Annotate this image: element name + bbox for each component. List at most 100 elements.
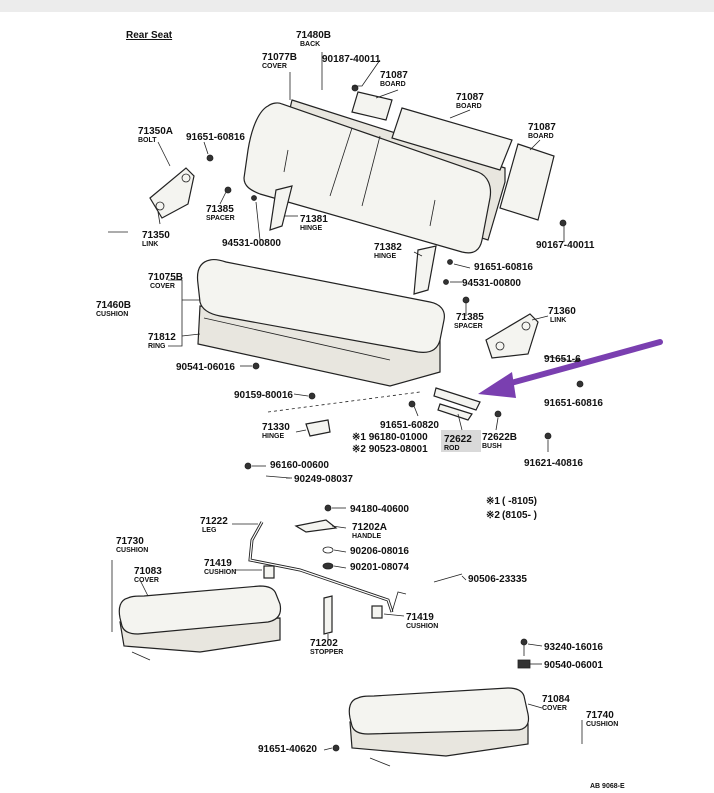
svg-text:71350: 71350 <box>142 230 170 241</box>
svg-text:HANDLE: HANDLE <box>352 533 381 540</box>
part-label-90523-08001: ※2 90523-08001 <box>352 444 428 455</box>
right-small-cushion <box>332 638 531 767</box>
svg-text:90506-23335: 90506-23335 <box>468 574 527 585</box>
svg-text:90249-08037: 90249-08037 <box>294 474 353 485</box>
svg-text:71087: 71087 <box>380 70 408 81</box>
svg-text:( -8105): ( -8105) <box>502 496 537 507</box>
part-label-96160-00600: 96160-00600 <box>270 460 329 471</box>
part-label-91651-60816-b: 91651-60816 <box>474 262 533 273</box>
svg-text:94531-00800: 94531-00800 <box>222 238 281 249</box>
svg-text:94180-40600: 94180-40600 <box>350 504 409 515</box>
part-label-93240-16016: 93240-16016 <box>544 642 603 653</box>
svg-text:COVER: COVER <box>542 705 567 712</box>
svg-text:ROD: ROD <box>444 445 460 452</box>
svg-text:CUSHION: CUSHION <box>116 547 148 554</box>
left-link-assembly <box>149 154 293 231</box>
svg-text:71084: 71084 <box>542 694 570 705</box>
svg-text:90167-40011: 90167-40011 <box>536 240 595 251</box>
svg-text:71202: 71202 <box>310 638 338 649</box>
svg-text:※1: ※1 <box>486 496 500 507</box>
svg-text:94531-00800: 94531-00800 <box>462 278 521 289</box>
part-label-94531-00800-a: 94531-00800 <box>222 238 281 249</box>
svg-text:71381: 71381 <box>300 214 328 225</box>
svg-text:71087: 71087 <box>528 122 556 133</box>
part-label-90187-40011: 90187-40011 <box>322 54 381 65</box>
part-label-90167-40011: 90167-40011 <box>536 240 595 251</box>
part-label-94531-00800-b: 94531-00800 <box>462 278 521 289</box>
svg-text:COVER: COVER <box>134 577 159 584</box>
part-label-90201-08074: 90201-08074 <box>350 562 409 573</box>
svg-text:HINGE: HINGE <box>374 253 397 260</box>
svg-text:90159-80016: 90159-80016 <box>234 390 293 401</box>
part-label-91651-60820: 91651-60820 <box>380 420 439 431</box>
svg-text:93240-16016: 93240-16016 <box>544 642 603 653</box>
svg-text:71740: 71740 <box>586 710 614 721</box>
rod-label-highlight <box>441 430 481 452</box>
part-label-91651-60816-a: 91651-60816 <box>186 132 245 143</box>
svg-text:CUSHION: CUSHION <box>204 569 236 576</box>
svg-text:91651-60816: 91651-60816 <box>186 132 245 143</box>
svg-text:96160-00600: 96160-00600 <box>270 460 329 471</box>
svg-text:BACK: BACK <box>300 41 320 48</box>
seat-cushion <box>196 259 445 387</box>
part-label-90206-08016: 90206-08016 <box>350 546 409 557</box>
svg-text:91651-40620: 91651-40620 <box>258 744 317 755</box>
seat-back <box>243 84 567 254</box>
svg-text:91621-40816: 91621-40816 <box>524 458 583 469</box>
svg-text:71460B: 71460B <box>96 300 131 311</box>
svg-text:BOARD: BOARD <box>528 133 554 140</box>
part-label-91651-6: 91651-6 <box>544 354 581 365</box>
svg-text:BOARD: BOARD <box>456 103 482 110</box>
date-legend: ※1 ( -8105) ※2 (8105- ) <box>486 496 537 521</box>
leader-lines <box>108 52 583 751</box>
svg-text:71385: 71385 <box>456 312 484 323</box>
svg-text:BOLT: BOLT <box>138 137 157 144</box>
part-label-90506-23335: 90506-23335 <box>468 574 527 585</box>
part-label-94180-40600: 94180-40600 <box>350 504 409 515</box>
svg-text:CUSHION: CUSHION <box>96 311 128 318</box>
svg-text:LINK: LINK <box>550 317 566 324</box>
rod-hinge-assembly <box>267 387 552 440</box>
part-label-90540-06001: 90540-06001 <box>544 660 603 671</box>
svg-text:LEG: LEG <box>202 527 217 534</box>
svg-text:90206-08016: 90206-08016 <box>350 546 409 557</box>
left-small-cushion <box>118 585 282 661</box>
svg-text:BOARD: BOARD <box>380 81 406 88</box>
svg-text:CUSHION: CUSHION <box>586 721 618 728</box>
part-label-91621-40816: 91621-40816 <box>524 458 583 469</box>
svg-text:71083: 71083 <box>134 566 162 577</box>
svg-text:HINGE: HINGE <box>262 433 285 440</box>
svg-text:90541-06016: 90541-06016 <box>176 362 235 373</box>
svg-text:SPACER: SPACER <box>206 215 235 222</box>
svg-text:71222: 71222 <box>200 516 228 527</box>
svg-text:※2 90523-08001: ※2 90523-08001 <box>352 444 428 455</box>
footer-code: AB 9068-E <box>590 783 625 790</box>
part-label-96180-01000: ※1 96180-01000 <box>352 432 428 443</box>
svg-text:91651-60820: 91651-60820 <box>380 420 439 431</box>
svg-text:71419: 71419 <box>204 558 232 569</box>
svg-text:90540-06001: 90540-06001 <box>544 660 603 671</box>
right-link-assembly <box>413 245 584 388</box>
svg-text:71730: 71730 <box>116 536 144 547</box>
svg-text:71480B: 71480B <box>296 30 331 41</box>
